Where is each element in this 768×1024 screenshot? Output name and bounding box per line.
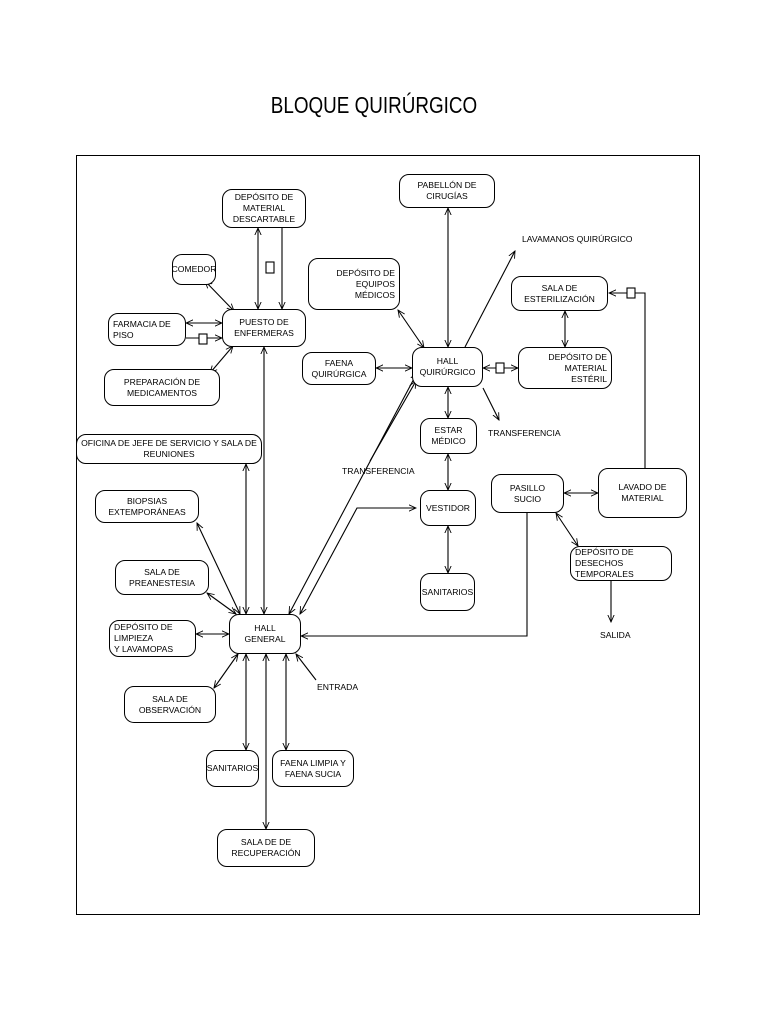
node-deposito-limpieza: DEPÓSITO DE LIMPIEZA Y LAVAMOPAS <box>109 620 196 657</box>
edge-lavado-esterilizacion <box>609 293 646 468</box>
edge-entrada <box>296 654 317 681</box>
node-lavado-material: LAVADO DE MATERIAL <box>598 468 687 518</box>
door-farmacia <box>198 333 208 345</box>
label-lavamanos: LAVAMANOS QUIRÚRGICO <box>522 234 633 244</box>
edge-equipos-hall <box>398 310 424 348</box>
node-hall-general: HALL GENERAL <box>229 614 301 654</box>
node-hall-quirurgico: HALL QUIRÚRGICO <box>412 347 483 387</box>
diagram-frame <box>76 155 700 915</box>
edge-lavamanos-hall <box>464 251 515 348</box>
node-faena-limpia-sucia: FAENA LIMPIA Y FAENA SUCIA <box>272 750 354 787</box>
node-oficina-jefe: OFICINA DE JEFE DE SERVICIO Y SALA DE RE… <box>76 434 262 464</box>
node-deposito-equipos: DEPÓSITO DE EQUIPOS MÉDICOS <box>308 258 400 310</box>
label-entrada: ENTRADA <box>317 682 359 692</box>
edge-preparacion-puesto <box>210 346 233 373</box>
edge-observacion-hall <box>214 654 238 688</box>
node-observacion: SALA DE OBSERVACIÓN <box>124 686 216 723</box>
edge-pasillo-desechos <box>556 513 578 546</box>
node-deposito-descartable: DEPÓSITO DE MATERIAL DESCARTABLE <box>222 189 306 228</box>
door-descartable <box>265 261 275 274</box>
node-faena-quirurgica: FAENA QUIRÚRGICA <box>302 352 376 385</box>
page-title: BLOQUE QUIRÚRGICO <box>270 92 478 118</box>
edge-comedor-puesto <box>205 281 234 311</box>
node-sanitarios-vestidor: SANITARIOS <box>420 573 475 611</box>
label-transferencia-2: TRANSFERENCIA <box>488 428 561 438</box>
node-farmacia-piso: FARMACIA DE PISO <box>108 313 186 346</box>
edge-transfer-hall-quir <box>289 373 417 614</box>
node-deposito-esteril: DEPÓSITO DE MATERIAL ESTÉRIL <box>518 347 612 389</box>
edge-hall-vestidor <box>300 508 416 614</box>
edge-preanestesia-hall <box>207 593 236 614</box>
edge-transfer-2 <box>482 387 500 420</box>
node-desechos-temporales: DEPÓSITO DE DESECHOS TEMPORALES <box>570 546 672 581</box>
node-esterilizacion: SALA DE ESTERILIZACIÓN <box>511 276 608 311</box>
label-transferencia-1: TRANSFERENCIA <box>342 466 415 476</box>
node-biopsias: BIOPSIAS EXTEMPORÁNEAS <box>95 490 199 523</box>
node-pasillo-sucio: PASILLO SUCIO <box>491 474 564 513</box>
node-sanitarios-hall: SANITARIOS <box>206 750 259 787</box>
edge-transfer-1 <box>369 381 416 462</box>
node-preparacion-medicamentos: PREPARACIÓN DE MEDICAMENTOS <box>104 369 220 406</box>
node-estar-medico: ESTAR MÉDICO <box>420 418 477 454</box>
node-comedor: COMEDOR <box>172 254 216 285</box>
node-recuperacion: SALA DE DE RECUPERACIÓN <box>217 829 315 867</box>
node-puesto-enfermeras: PUESTO DE ENFERMERAS <box>222 309 306 347</box>
edge-pasillo-hall <box>301 512 528 636</box>
node-vestidor: VESTIDOR <box>420 490 476 526</box>
node-pabellon: PABELLÓN DE CIRUGÍAS <box>399 174 495 208</box>
node-preanestesia: SALA DE PREANESTESIA <box>115 560 209 595</box>
door-esterilizacion <box>626 287 636 299</box>
door-esteril <box>495 362 505 374</box>
label-salida: SALIDA <box>600 630 631 640</box>
